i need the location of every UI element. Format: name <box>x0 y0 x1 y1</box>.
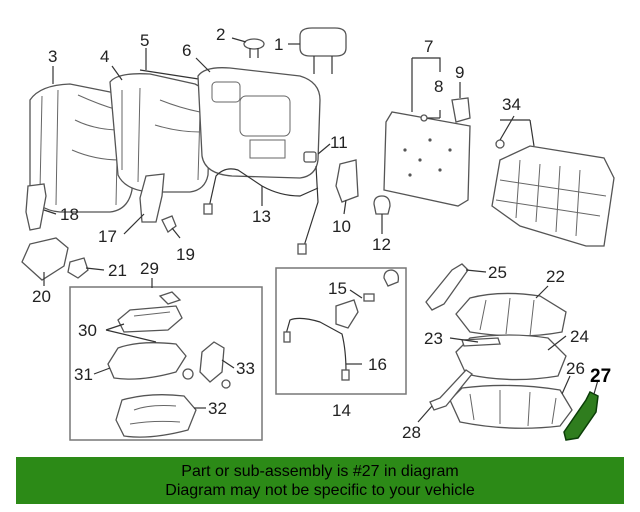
part-1-headrest <box>299 27 347 74</box>
part-34-bolt <box>495 139 505 149</box>
part-23-bar <box>461 337 501 347</box>
callout-24: 24 <box>570 327 589 346</box>
part-22-cushion <box>455 292 567 337</box>
part-20-bracket <box>21 237 69 281</box>
callout-5: 5 <box>140 31 149 50</box>
banner-line-1: Part or sub-assembly is #27 in diagram <box>181 463 459 480</box>
callout-7: 7 <box>424 37 433 56</box>
callout-9: 9 <box>455 63 464 82</box>
callout-12: 12 <box>372 235 391 254</box>
callout-34: 34 <box>502 95 521 114</box>
part-7-back-panel <box>383 111 471 207</box>
callout-30: 30 <box>78 321 97 340</box>
callout-2: 2 <box>216 25 225 44</box>
callout-20: 20 <box>32 287 51 306</box>
callout-19: 19 <box>176 245 195 264</box>
part-2-headrest-guide <box>243 38 265 58</box>
part-30-clip <box>158 291 182 305</box>
part-32-base <box>115 394 197 438</box>
part-6-seatback-panel <box>197 67 321 179</box>
part-15-clip <box>363 293 375 302</box>
callout-10: 10 <box>332 217 351 236</box>
callout-14: 14 <box>332 401 351 420</box>
part-12-knob <box>373 195 391 215</box>
callout-6: 6 <box>182 41 191 60</box>
part-13-cable <box>207 168 319 213</box>
part-10-latch <box>335 159 359 203</box>
callout-21: 21 <box>108 261 127 280</box>
callout-17: 17 <box>98 227 117 246</box>
part-33-bolt <box>221 379 231 389</box>
leader-lines <box>43 37 599 423</box>
parts-diagram: 1 2 3 4 5 6 7 8 9 10 11 12 13 14 15 16 1… <box>21 25 615 442</box>
part-11-clip <box>303 151 317 163</box>
callout-31: 31 <box>74 365 93 384</box>
part-17-hinge <box>139 173 165 223</box>
callout-box-29 <box>69 286 263 441</box>
callout-32: 32 <box>208 399 227 418</box>
callout-28: 28 <box>402 423 421 442</box>
part-33-bracket <box>199 341 225 383</box>
part-27-highlighted-trim <box>563 390 599 441</box>
part-25-trim <box>425 263 469 311</box>
callout-15: 15 <box>328 279 347 298</box>
callout-1: 1 <box>274 35 283 54</box>
callout-16: 16 <box>368 355 387 374</box>
callout-3: 3 <box>48 47 57 66</box>
banner-line-2: Diagram may not be specific to your vehi… <box>165 482 475 499</box>
part-9-bracket <box>451 97 471 123</box>
callout-23: 23 <box>424 329 443 348</box>
part-15-handle <box>335 299 359 329</box>
callout-27: 27 <box>590 366 611 387</box>
part-26-frame <box>449 384 573 429</box>
callout-11: 11 <box>330 133 348 152</box>
callout-labels: 1 2 3 4 5 6 7 8 9 10 11 12 13 14 15 16 1… <box>32 25 611 442</box>
part-4-seatback-frame <box>109 73 211 193</box>
callout-8: 8 <box>434 77 443 96</box>
part-18-hinge-cover <box>25 183 47 231</box>
callout-box-14 <box>275 267 407 395</box>
part-16-cable <box>285 317 347 373</box>
callout-18: 18 <box>60 205 79 224</box>
part-28-bracket <box>429 369 473 411</box>
part-5-rod <box>139 69 206 81</box>
part-15-cap <box>383 269 400 287</box>
info-banner: Part or sub-assembly is #27 in diagram D… <box>16 457 624 504</box>
callout-4: 4 <box>100 47 109 66</box>
part-33-nut <box>182 368 194 380</box>
part-24-cushion-pad <box>455 334 567 381</box>
callout-33: 33 <box>236 359 255 378</box>
part-30-armrest-cover <box>117 305 183 333</box>
callout-22: 22 <box>546 267 565 286</box>
part-21-cover <box>67 257 89 279</box>
callout-26: 26 <box>566 359 585 378</box>
callout-25: 25 <box>488 263 507 282</box>
part-31-armrest <box>107 342 187 380</box>
callout-29: 29 <box>140 259 159 278</box>
part-11-rod <box>303 165 319 247</box>
part-34-seat-frame <box>491 145 615 247</box>
callout-13: 13 <box>252 207 271 226</box>
